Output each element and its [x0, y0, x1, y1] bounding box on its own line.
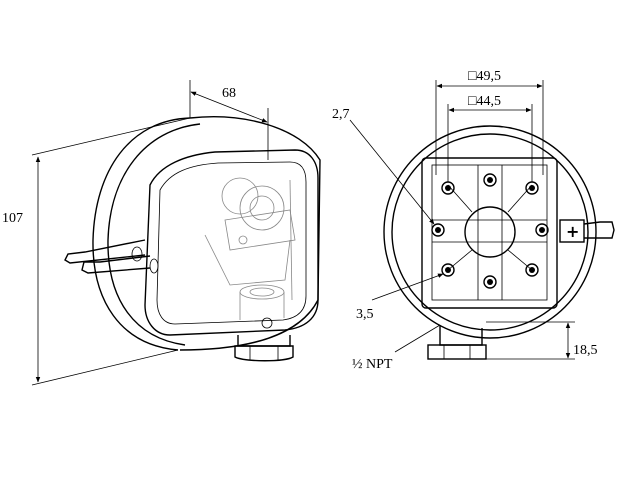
- side-hose-nipples: [64, 239, 159, 274]
- mounting-holes: [431, 173, 549, 289]
- port-height-label: 18,5: [573, 343, 598, 358]
- center-bore: [464, 206, 516, 258]
- inner-square-dimension: □44,5: [447, 94, 533, 182]
- bottom-port-fitting-front: [427, 325, 487, 360]
- housing-outer-circle: [383, 125, 597, 339]
- large-hole-label: 3,5: [356, 307, 374, 322]
- housing-inner-circle: [391, 133, 589, 331]
- thread-callout: ½ NPT: [352, 324, 441, 372]
- outer-square-label: □49,5: [468, 69, 501, 84]
- outer-square-dimension: □49,5: [435, 69, 544, 175]
- hole-large: [483, 173, 497, 187]
- cover-outer: [144, 149, 319, 336]
- flange-outer: [421, 157, 558, 309]
- hole-large: [535, 223, 549, 237]
- large-hole-callout: 3,5: [356, 273, 444, 322]
- hole-large: [431, 223, 445, 237]
- bottom-port-fitting: [234, 335, 294, 362]
- cover-inner: [156, 161, 307, 325]
- small-hole-label: 2,7: [332, 107, 350, 122]
- flange-webbing: [432, 165, 547, 300]
- plus-port-fitting: +: [559, 219, 615, 243]
- cover-screw: [261, 317, 273, 329]
- thread-label: ½ NPT: [352, 357, 393, 372]
- port-height-dimension: 18,5: [486, 321, 598, 360]
- hole-small: [441, 263, 455, 277]
- plus-symbol: +: [566, 222, 579, 241]
- hole-small: [441, 181, 455, 195]
- front-view: + □49,5 □44,5 2,7: [332, 69, 615, 372]
- small-hole-callout: 2,7: [332, 107, 435, 225]
- hole-small: [525, 181, 539, 195]
- height-label: 107: [2, 211, 23, 226]
- depth-label: 68: [222, 86, 236, 101]
- height-dimension: 107: [2, 117, 191, 386]
- depth-dimension: 68: [189, 80, 269, 160]
- hole-small: [525, 263, 539, 277]
- internal-mechanism: [204, 177, 296, 320]
- housing-back-rim: [92, 117, 191, 351]
- hole-large: [483, 275, 497, 289]
- perspective-view: 68 107: [2, 80, 321, 386]
- inner-square-label: □44,5: [468, 94, 501, 109]
- housing-back-rim-inner: [107, 123, 201, 346]
